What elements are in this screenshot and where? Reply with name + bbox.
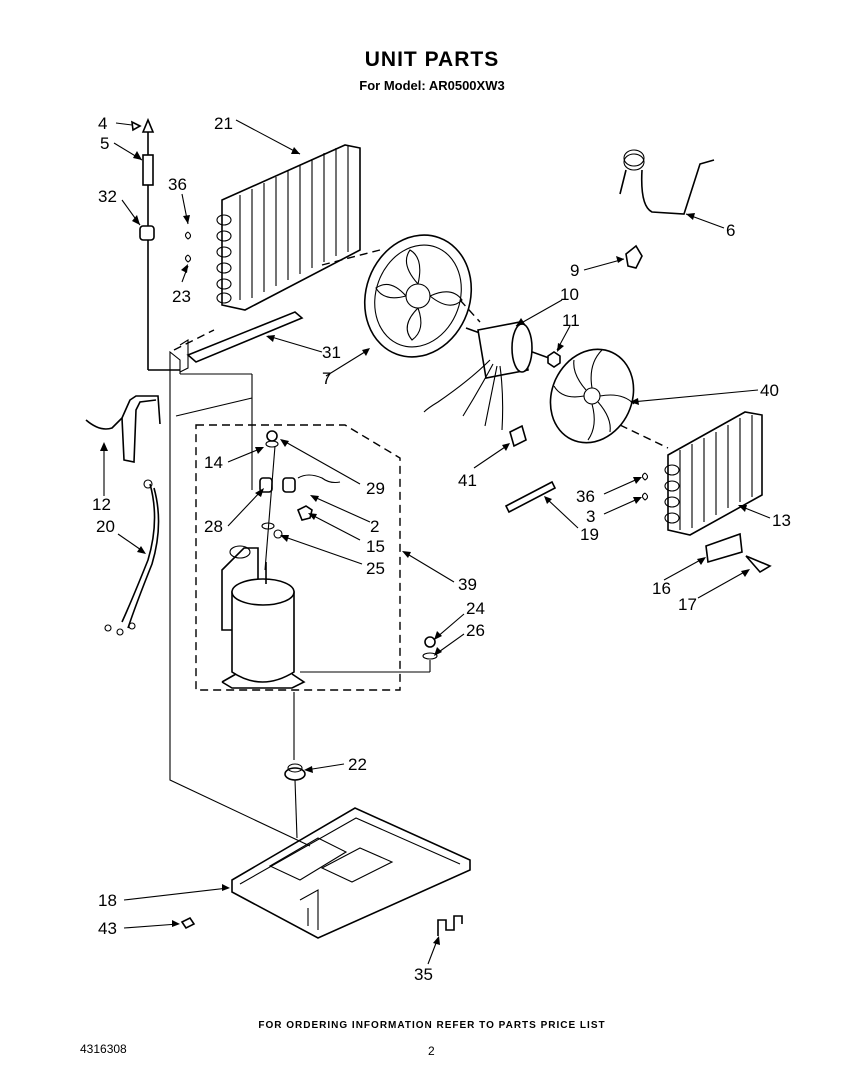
callout-13: 13: [772, 511, 791, 530]
callout-16: 16: [652, 579, 671, 598]
callout-31: 31: [322, 343, 341, 362]
part-16: [705, 532, 743, 564]
compressor: [221, 545, 306, 689]
page-title: UNIT PARTS: [364, 48, 500, 71]
clip-35: [437, 915, 463, 936]
callout-5: 5: [100, 134, 109, 153]
routing-lines: [169, 249, 669, 847]
fan-motor-10: [423, 321, 561, 431]
grommet-22: [284, 692, 306, 839]
callout-26: 26: [466, 621, 485, 640]
compressor-small-parts: [180, 373, 341, 571]
callout-28: 28: [204, 517, 223, 536]
callout-25: 25: [366, 559, 385, 578]
callout-20: 20: [96, 517, 115, 536]
clip-9: [625, 244, 643, 269]
document-number: 4316308: [80, 1042, 127, 1056]
wire-harness-20: [104, 479, 160, 636]
callout-23: 23: [172, 287, 191, 306]
callout-41: 41: [458, 471, 477, 490]
callout-43: 43: [98, 919, 117, 938]
spring-rod-6: [619, 149, 715, 215]
cable-tie-19: [504, 480, 557, 514]
callout-12: 12: [92, 495, 111, 514]
callout-10: 10: [560, 285, 579, 304]
connector-41: [509, 424, 527, 448]
callout-2: 2: [370, 517, 379, 536]
nut-11: [547, 351, 561, 368]
callout-32: 32: [98, 187, 117, 206]
ordering-note: FOR ORDERING INFORMATION REFER TO PARTS …: [258, 1020, 606, 1031]
callout-36-left: 36: [168, 175, 187, 194]
callout-18: 18: [98, 891, 117, 910]
callout-14: 14: [204, 453, 223, 472]
callout-15: 15: [366, 537, 385, 556]
leader-lines: [100, 119, 771, 965]
callout-22: 22: [348, 755, 367, 774]
page-number: 2: [428, 1044, 435, 1058]
tube-12: [85, 395, 161, 463]
callout-40: 40: [760, 381, 779, 400]
part-17: [745, 555, 772, 574]
condenser-coil-21: [216, 144, 361, 311]
callout-24: 24: [466, 599, 485, 618]
clip-36-right: [641, 472, 649, 501]
evaporator-coil-13: [664, 411, 763, 536]
screw-43: [180, 916, 196, 930]
callout-11: 11: [562, 311, 580, 330]
callout-21: 21: [214, 114, 233, 133]
compressor-group-39: [195, 424, 401, 691]
callout-3: 3: [586, 507, 595, 526]
nut-washer-24-26: [300, 636, 438, 673]
callout-19: 19: [580, 525, 599, 544]
bar-31: [179, 311, 304, 373]
clip-36-left: [184, 231, 192, 263]
callout-9: 9: [570, 261, 579, 280]
base-pan-18: [231, 807, 471, 939]
callout-17: 17: [678, 595, 697, 614]
callout-36-right: 36: [576, 487, 595, 506]
callout-39: 39: [458, 575, 477, 594]
callout-35: 35: [414, 965, 433, 984]
callout-29: 29: [366, 479, 385, 498]
callout-labels: 4 5 32 36 23 21 6 9 10 11 31 7 40 41 12 …: [92, 114, 791, 984]
callout-7: 7: [322, 369, 331, 388]
fan-shroud-7: [363, 234, 473, 358]
callout-4: 4: [98, 114, 107, 133]
sensor-assembly: [139, 117, 180, 371]
blower-wheel-40: [549, 348, 635, 444]
model-subtitle: For Model: AR0500XW3: [359, 78, 505, 93]
callout-6: 6: [726, 221, 735, 240]
